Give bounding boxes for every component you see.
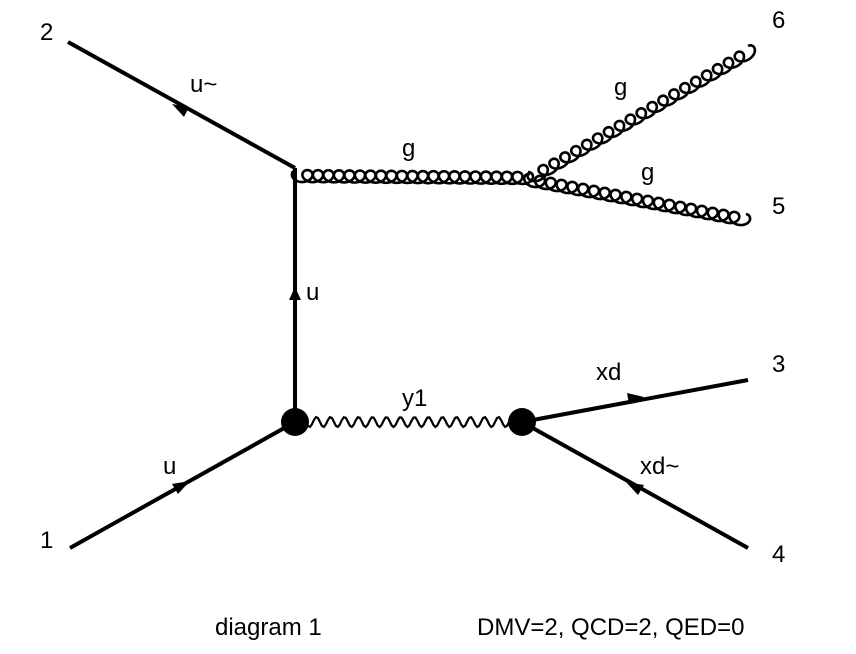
line-incoming-ubar <box>67 40 296 170</box>
arrow-incoming-u <box>172 481 190 494</box>
particle-label-gluon-upper: g <box>614 74 627 101</box>
gluon-out-upper <box>526 44 757 183</box>
external-label-5: 5 <box>772 193 785 220</box>
particle-label-incoming-u: u <box>163 453 176 480</box>
vertex-left <box>281 408 309 436</box>
external-label-6: 6 <box>772 7 785 34</box>
particle-label-gluon-propagator: g <box>402 135 415 162</box>
arrow-xd-bar <box>626 482 644 495</box>
coupling-orders: DMV=2, QCD=2, QED=0 <box>477 614 744 641</box>
particle-label-propagator-u: u <box>306 279 319 306</box>
particle-label-y1: y1 <box>402 385 427 412</box>
gluon-out-lower <box>522 172 752 227</box>
particle-label-xd: xd <box>596 359 621 386</box>
external-label-3: 3 <box>772 351 785 378</box>
external-label-1: 1 <box>40 527 53 554</box>
arrow-propagator-u <box>289 287 301 300</box>
particle-label-gluon-lower: g <box>641 159 654 186</box>
particle-label-incoming-ubar: u~ <box>190 71 217 98</box>
wave-propagator-y1 <box>305 415 512 429</box>
vertex-right <box>508 408 536 436</box>
external-label-4: 4 <box>772 541 785 568</box>
particle-label-xd-bar: xd~ <box>640 453 679 480</box>
diagram-title: diagram 1 <box>215 614 322 641</box>
arrow-incoming-ubar <box>172 104 189 117</box>
arrow-xd <box>627 393 644 404</box>
external-label-2: 2 <box>40 19 53 46</box>
gluon-propagator <box>290 168 535 186</box>
